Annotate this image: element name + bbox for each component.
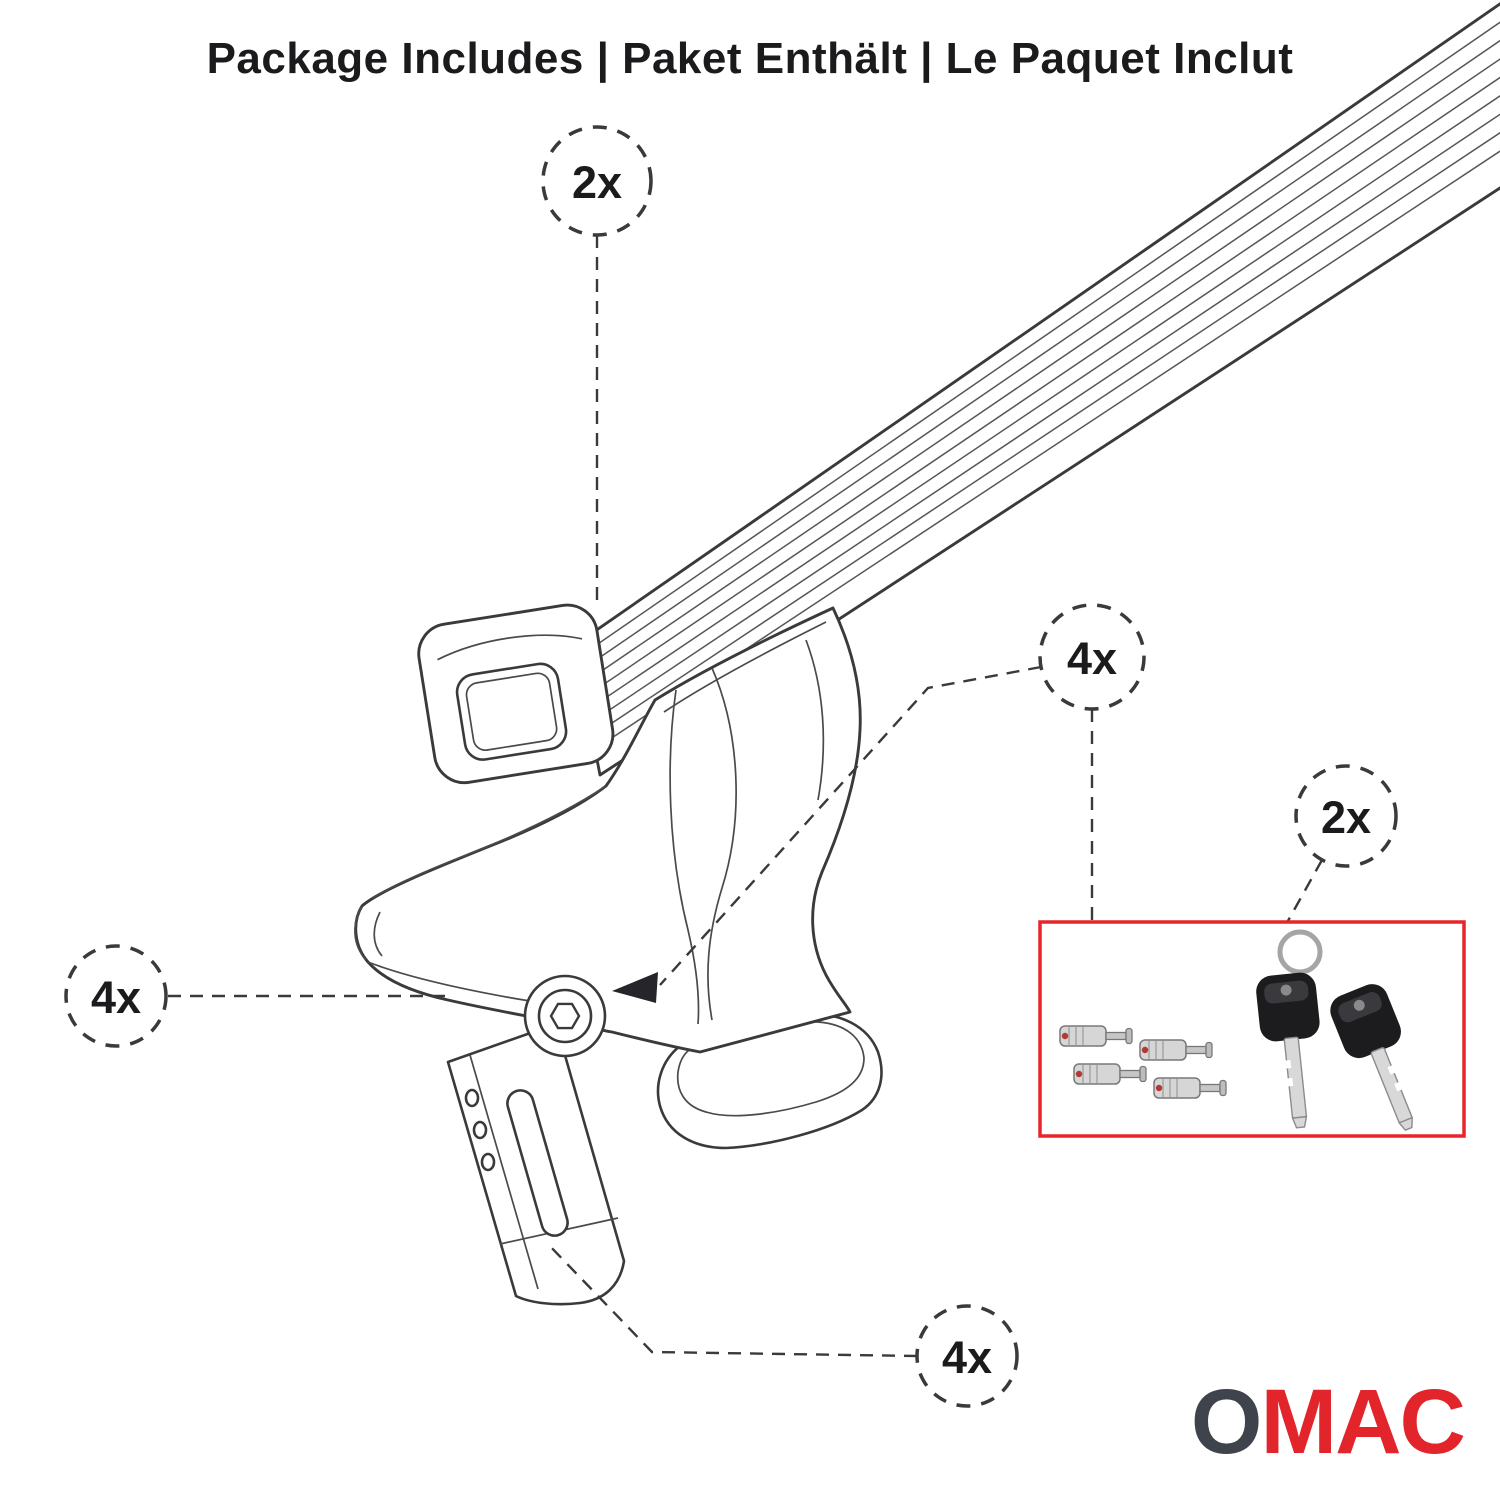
callout-clamp: 4x (915, 1304, 1019, 1408)
logo-letters-mac: MAC (1260, 1371, 1466, 1473)
callout-keys: 2x (1294, 764, 1398, 868)
crossbar-ribs (577, 21, 1500, 750)
lock-pin-icon (1153, 1077, 1227, 1099)
bracket-hole (480, 1152, 496, 1172)
leader-keys (1282, 859, 1324, 929)
bracket-slot (506, 1089, 569, 1237)
lock-pins (1059, 1025, 1227, 1099)
callout-circle (64, 944, 168, 1048)
lock-pin-icon (1139, 1039, 1213, 1061)
callout-lock-pins: 4x (1038, 603, 1146, 711)
bracket-hole (472, 1120, 488, 1140)
end-cap (417, 603, 615, 785)
foot-contours (354, 621, 827, 1025)
lock-pin-icon (1059, 1025, 1133, 1047)
callout-circle (915, 1304, 1019, 1408)
callout-label: 4x (91, 972, 141, 1023)
logo-letter-o: O (1190, 1371, 1263, 1473)
key-icon (1256, 972, 1320, 1129)
callout-circle (1038, 603, 1146, 711)
clamp-bracket (446, 1022, 626, 1306)
callout-label: 4x (942, 1332, 992, 1383)
hardware-box (1038, 920, 1466, 1138)
callout-foot: 4x (64, 944, 168, 1048)
leader-lock-pins-foot (659, 665, 1042, 986)
page-title: Package Includes | Paket Enthält | Le Pa… (206, 34, 1294, 83)
callout-label: 2x (572, 157, 622, 208)
callout-label: 4x (1067, 633, 1117, 684)
callout-label: 2x (1321, 792, 1371, 843)
mounting-foot (354, 606, 862, 1058)
bolt (523, 974, 607, 1058)
leader-lines (168, 235, 1324, 1358)
callout-circle (541, 125, 653, 237)
hex-socket-icon (549, 1002, 581, 1030)
key-icon (1330, 984, 1413, 1131)
callout-crossbar: 2x (541, 125, 653, 237)
leader-clamp (545, 1241, 918, 1358)
omac-logo: OMAC (1191, 1376, 1466, 1468)
pointer-arrow-icon (612, 972, 658, 1003)
callout-circle (1294, 764, 1398, 868)
keyring-icon (1277, 929, 1323, 975)
keys (1256, 929, 1413, 1131)
crossbar (573, 2, 1500, 777)
lock-pin-icon (1073, 1063, 1147, 1085)
bracket-hole (464, 1088, 480, 1108)
